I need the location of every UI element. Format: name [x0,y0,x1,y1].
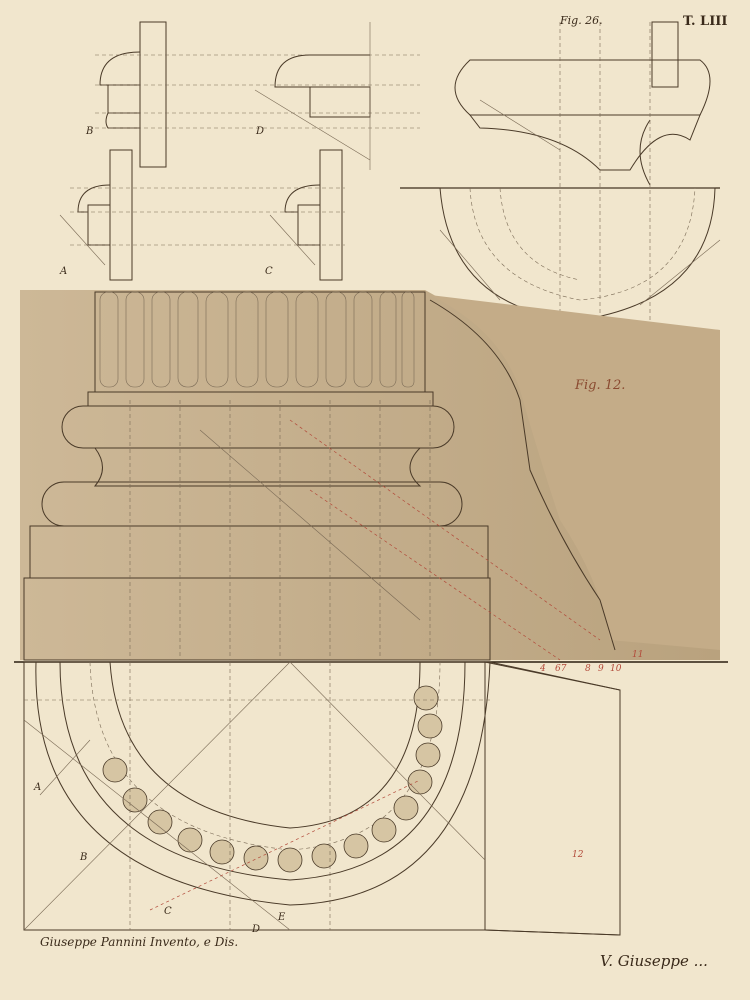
fig26-torus-study [400,21,721,330]
red-number: 11 [632,650,644,660]
letter-e-plan: E [278,912,286,923]
red-number: 8 [585,664,591,674]
letter-d-plan: D [252,924,261,935]
red-number: 4 [540,664,546,674]
signature-right: V. Giuseppe ... [600,952,708,970]
fig26-label: Fig. 26. [560,14,603,27]
red-number: 10 [610,664,622,674]
letter-d-profile: D [256,126,265,137]
profile-study-group [59,21,420,281]
letter-b-profile: B [86,126,94,137]
letter-c-profile: C [265,266,273,277]
red-number: 67 [555,664,567,674]
fig12-label: Fig. 12. [575,378,626,393]
letter-a-profile: A [60,266,68,277]
plate-number: T. LIII [683,14,728,29]
letter-b-plan: B [80,852,88,863]
shaft-flutes [99,291,415,388]
fig12-column-base [14,290,728,663]
red-number: 12 [572,850,584,860]
signature-left: Giuseppe Pannini Invento, e Dis. [40,935,239,949]
base-plan-view [23,661,621,936]
flute-scallops [102,685,443,873]
letter-a-plan: A [34,782,42,793]
red-number: 9 [598,664,604,674]
letter-c-plan: C [164,906,172,917]
